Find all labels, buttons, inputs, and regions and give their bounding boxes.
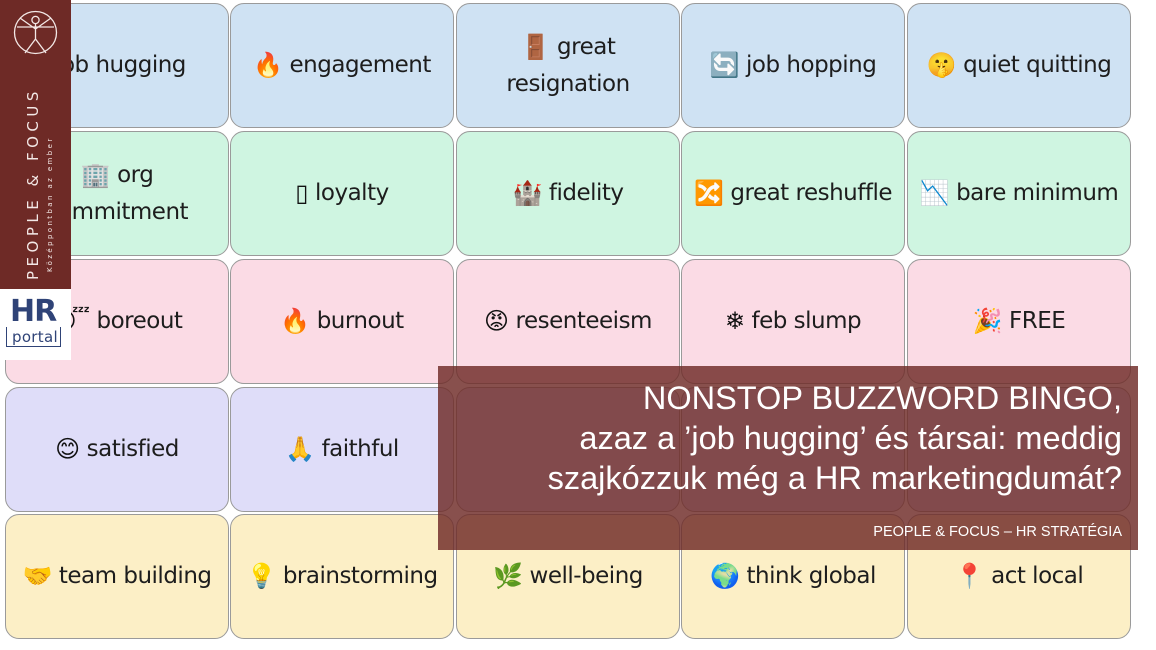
tile-label: job hugging [55, 52, 186, 78]
tile-label: great reshuffle [730, 180, 892, 206]
tile-content: 🌍think global [710, 558, 876, 595]
snowflake-icon: ❄ [724, 307, 745, 335]
title-banner: NONSTOP BUZZWORD BINGO, azaz a ’job hugg… [438, 366, 1138, 550]
office-building-icon: 🏢 [80, 160, 111, 189]
headline-line-1: NONSTOP BUZZWORD BINGO, [642, 380, 1122, 416]
tile-content: job hugging [48, 47, 186, 84]
resignation-icon: 🚪 [520, 32, 551, 61]
bingo-tile: 🔥burnout [230, 259, 454, 384]
people-focus-sidebar: PEOPLE & FOCUS Középpontban az ember [0, 0, 71, 289]
fire-icon: 🔥 [280, 307, 310, 335]
tile-label: burnout [316, 308, 404, 334]
chart-down-icon: 📉 [919, 179, 950, 207]
tile-label: boreout [96, 308, 183, 334]
tile-content: 🙏faithful [285, 431, 399, 468]
globe-icon: 🌍 [710, 562, 740, 590]
tile-label: fidelity [548, 180, 624, 206]
shuffle-icon: 🔀 [694, 179, 724, 207]
bingo-tile: ▯loyalty [230, 131, 454, 256]
praying-hands-icon: 🙏 [285, 435, 315, 463]
leaf-icon: 🌿 [493, 562, 523, 590]
tile-label: team building [58, 563, 212, 589]
tile-content: 🔄job hopping [710, 47, 877, 84]
tile-label: FREE [1009, 308, 1066, 334]
tile-label: satisfied [86, 436, 180, 462]
brand-name: PEOPLE & FOCUS [24, 87, 42, 280]
tile-label: well-being [529, 563, 644, 589]
tile-content: 🔥burnout [280, 303, 404, 340]
bingo-tile: 😊satisfied [5, 387, 229, 512]
pouting-face-icon: 😡 [484, 307, 509, 335]
tile-content: ▯loyalty [295, 175, 389, 212]
tile-content: 🔥engagement [253, 47, 431, 84]
fire-icon: 🔥 [253, 51, 283, 79]
tile-label: engagement [289, 52, 432, 78]
party-popper-icon: 🎉 [972, 307, 1003, 335]
tile-label: brainstorming [282, 563, 438, 589]
hr-logo-text: HR [10, 294, 57, 329]
hr-portal-logo: HR portal [0, 289, 71, 360]
tile-label: job hopping [746, 52, 877, 78]
tile-content: 😡resenteeism [484, 303, 652, 340]
tile-label: think global [746, 563, 877, 589]
tile-label: bare minimum [956, 180, 1119, 206]
headline: NONSTOP BUZZWORD BINGO, azaz a ’job hugg… [548, 378, 1122, 498]
map-pin-icon: 📍 [954, 562, 985, 590]
hr-logo-subtext: portal [12, 328, 58, 346]
tile-label: quiet quitting [963, 52, 1112, 78]
refresh-icon: 🔄 [709, 51, 740, 79]
bingo-tile: 🤫quiet quitting [907, 3, 1131, 128]
tile-content: 💡brainstorming [246, 558, 438, 595]
bingo-tile: 🤝team building [5, 514, 229, 639]
tile-content: 😊satisfied [55, 431, 179, 468]
hr-logo-bracket [6, 327, 61, 347]
tile-content: ❄feb slump [724, 303, 862, 340]
brand-tagline: Középpontban az ember [46, 136, 54, 272]
tile-label: faithful [321, 436, 400, 462]
bingo-tile: 😡resenteeism [456, 259, 680, 384]
missing-glyph-icon: ▯ [295, 179, 309, 207]
bingo-tile: 🔄job hopping [681, 3, 905, 128]
tile-label: act local [991, 563, 1084, 589]
bingo-tile: 🏰fidelity [456, 131, 680, 256]
tile-content: 😴boreout [52, 303, 183, 340]
bingo-tile: 🔀great reshuffle [681, 131, 905, 256]
tile-label: feb slump [751, 308, 862, 334]
shush-face-icon: 🤫 [926, 51, 957, 79]
headline-line-2: azaz a ’job hugging’ és társai: meddig [579, 420, 1122, 456]
tile-content: 📍act local [955, 558, 1084, 595]
headline-line-3: szajkózzuk még a HR marketingdumát? [547, 460, 1122, 496]
vitruvian-logo-icon [13, 10, 58, 55]
byline: PEOPLE & FOCUS – HR STRATÉGIA [873, 524, 1122, 540]
tile-content: 🚪great resignation [465, 29, 671, 103]
tile-content: 🏰fidelity [512, 175, 624, 212]
bingo-tile: ❄feb slump [681, 259, 905, 384]
bingo-tile: 🙏faithful [230, 387, 454, 512]
tile-label: great resignation [506, 33, 630, 97]
bingo-tile: 🔥engagement [230, 3, 454, 128]
tile-content: 📉bare minimum [920, 175, 1119, 212]
tile-content: 🤝team building [23, 558, 212, 595]
tile-label: loyalty [315, 180, 389, 206]
lightbulb-icon: 💡 [246, 562, 276, 590]
tile-content: 🌿well-being [493, 558, 643, 595]
tile-content: 🤫quiet quitting [927, 47, 1112, 84]
bingo-tile: 💡brainstorming [230, 514, 454, 639]
castle-icon: 🏰 [512, 179, 542, 207]
tile-label: resenteeism [515, 308, 653, 334]
tile-content: 🔀great reshuffle [694, 175, 892, 212]
bingo-tile: 🚪great resignation [456, 3, 680, 128]
bingo-tile: 📉bare minimum [907, 131, 1131, 256]
tile-content: 🎉FREE [973, 303, 1066, 340]
smiley-icon: 😊 [55, 435, 80, 463]
handshake-icon: 🤝 [22, 562, 53, 590]
